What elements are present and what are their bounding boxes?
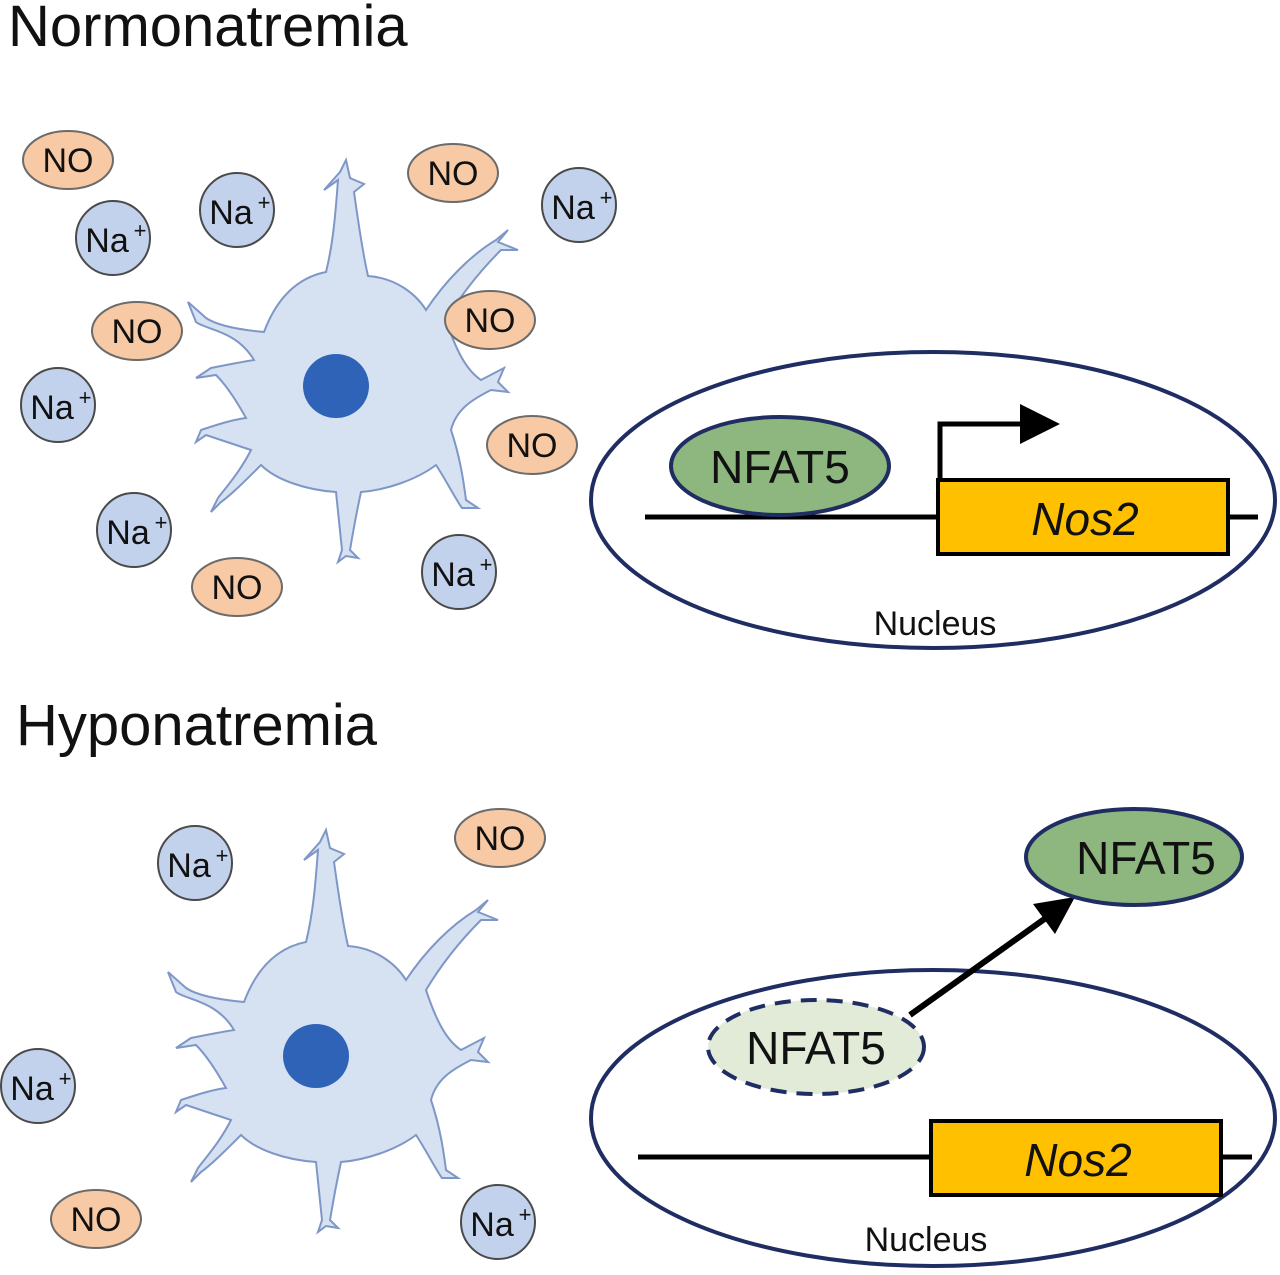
- sodium-ion: Na +: [199, 172, 275, 248]
- no-ion: NO: [407, 143, 499, 203]
- svg-text:+: +: [480, 552, 493, 577]
- svg-text:Na: Na: [209, 194, 253, 232]
- no-ion: NO: [486, 415, 578, 475]
- sodium-ion: Na +: [460, 1184, 536, 1260]
- svg-text:NO: NO: [212, 569, 263, 607]
- nfat5-exported-label: NFAT5: [1076, 832, 1216, 884]
- svg-text:Na: Na: [10, 1070, 54, 1108]
- svg-text:+: +: [258, 190, 271, 215]
- svg-text:NO: NO: [475, 820, 526, 858]
- nfat5-label: NFAT5: [710, 441, 850, 493]
- svg-text:+: +: [134, 218, 147, 243]
- svg-text:Na: Na: [30, 389, 74, 427]
- sodium-ion: Na +: [421, 534, 497, 610]
- cell-nucleus-dot: [303, 354, 369, 418]
- hyponatremia-title: Hyponatremia: [16, 693, 378, 758]
- sodium-ion: Na +: [541, 167, 617, 243]
- nucleus-label: Nucleus: [865, 1221, 988, 1259]
- nuclear-export-arrow: [908, 912, 1052, 1018]
- nfat5-faded: [706, 998, 926, 1096]
- nos2-label: Nos2: [1031, 493, 1138, 545]
- nucleus-label: Nucleus: [874, 605, 997, 643]
- nfat5-bound: [669, 415, 891, 517]
- cell-nucleus-dot: [283, 1024, 349, 1088]
- svg-text:NO: NO: [43, 142, 94, 180]
- sodium-ion: Na +: [96, 492, 172, 568]
- svg-text:+: +: [79, 385, 92, 410]
- sodium-ion: Na +: [157, 825, 233, 901]
- svg-text:NO: NO: [507, 427, 558, 465]
- no-ion: NO: [22, 130, 114, 190]
- svg-text:Na: Na: [431, 556, 475, 594]
- no-ion: NO: [50, 1189, 142, 1249]
- nos2-gene: [929, 1119, 1223, 1197]
- svg-text:+: +: [519, 1202, 532, 1227]
- no-ion: NO: [444, 290, 536, 350]
- svg-text:Na: Na: [85, 222, 129, 260]
- nfat5-exported: NFAT5: [1024, 807, 1244, 907]
- svg-text:+: +: [216, 843, 229, 868]
- svg-text:+: +: [59, 1066, 72, 1091]
- sodium-ion: Na +: [75, 200, 151, 276]
- svg-text:NO: NO: [465, 302, 516, 340]
- svg-text:NO: NO: [112, 313, 163, 351]
- sodium-ion: Na +: [0, 1048, 76, 1124]
- no-ion: NO: [91, 301, 183, 361]
- no-ion: NO: [191, 557, 283, 617]
- sodium-ion: Na +: [20, 367, 96, 443]
- transcription-start-arrow: [937, 421, 1025, 480]
- nucleus-hyponatremia: Nos2 NFAT5 Nucleus: [589, 968, 1277, 1268]
- nos2-gene: [936, 478, 1230, 556]
- svg-text:+: +: [600, 185, 613, 210]
- glial-cell-normonatremia: [187, 159, 519, 563]
- glial-cell-hyponatremia: [167, 829, 499, 1233]
- svg-text:Na: Na: [551, 189, 595, 227]
- svg-text:NO: NO: [71, 1201, 122, 1239]
- svg-text:Na: Na: [167, 847, 211, 885]
- normonatremia-title: Normonatremia: [8, 0, 408, 59]
- svg-text:NO: NO: [428, 155, 479, 193]
- svg-text:+: +: [155, 510, 168, 535]
- nos2-label: Nos2: [1024, 1134, 1131, 1186]
- nfat5-faded-label: NFAT5: [746, 1022, 886, 1074]
- nucleus-normonatremia: NFAT5 Nos2 Nucleus: [589, 350, 1277, 650]
- svg-text:Na: Na: [470, 1206, 514, 1244]
- svg-text:Na: Na: [106, 514, 150, 552]
- no-ion: NO: [454, 808, 546, 868]
